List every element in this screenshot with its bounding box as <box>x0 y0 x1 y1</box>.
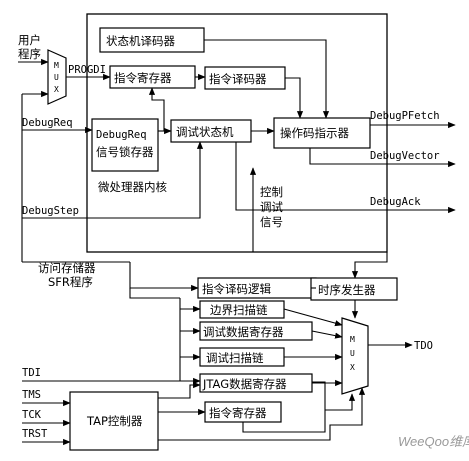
sfr-to-tdi-bus <box>129 288 180 299</box>
tap-ctrl-block <box>69 391 159 451</box>
mem-to-instr-decode-logic <box>129 262 199 292</box>
state-decoder-to-opcode <box>204 39 330 119</box>
debugstep-label: DebugStep <box>22 205 79 217</box>
debugack-wire <box>235 142 456 214</box>
core-label: 微处理器内核 <box>98 180 167 194</box>
tms-label: TMS <box>22 389 41 401</box>
instr-reg-to-mux-select <box>325 393 356 411</box>
instr-reg-feedback <box>242 381 326 433</box>
debug-scan-label: 调试扫描链 <box>206 351 264 365</box>
boundary-scan-label: 边界扫描链 <box>210 303 268 317</box>
opcode-indicator-label: 操作码指示器 <box>280 126 349 140</box>
jtag-instr-reg-label: 指令寄存器 <box>209 406 267 420</box>
ctrl-signal-label-2: 调试 <box>260 200 283 214</box>
debugreq-latch-label-2: 信号锁存器 <box>96 145 154 159</box>
state-decoder-label: 状态机译码器 <box>106 34 175 48</box>
user-program-label-1: 用户 <box>18 33 41 47</box>
debugack-label: DebugAck <box>370 196 421 208</box>
instr-decode-logic-label: 指令译码逻辑 <box>202 282 271 296</box>
decoder-to-opcode <box>285 77 304 119</box>
debugvector-wire <box>309 148 456 168</box>
output-mux-letter-x: X <box>350 363 355 372</box>
debug-fsm-label: 调试状态机 <box>176 125 234 139</box>
top-mux-letter-x: X <box>54 85 59 94</box>
top-mux <box>47 49 67 105</box>
watermark-logo: WeeQoo维库 <box>398 434 469 449</box>
debugreq-latch-label-1: DebugReq <box>96 129 147 141</box>
debug-data-reg-to-mux <box>311 330 343 339</box>
opcode-indicator-block <box>273 117 371 149</box>
tdo-label: TDO <box>414 340 433 352</box>
ctrl-signal-label-3: 信号 <box>260 215 283 229</box>
ctrl-signal-label-1: 控制 <box>260 185 283 199</box>
debug-data-reg-label: 调试数据寄存器 <box>203 325 284 339</box>
instr-decoder-label: 指令译码器 <box>209 72 267 86</box>
timing-gen-label: 时序发生器 <box>318 283 376 297</box>
jtag-data-reg-label: JTAG数据寄存器 <box>202 377 287 391</box>
output-mux-letter-u: U <box>350 349 355 358</box>
tdi-label: TDI <box>22 367 41 379</box>
output-mux <box>341 317 369 395</box>
debugvector-label: DebugVector <box>370 150 440 162</box>
mem-access-label-1: 访问存储器 <box>38 261 96 275</box>
debugreq-label: DebugReq <box>22 117 73 129</box>
trst-label: TRST <box>22 428 48 440</box>
tap-ctrl-label: TAP控制器 <box>86 414 143 428</box>
progdi-label: PROGDI <box>68 64 106 76</box>
core-right-to-timing <box>351 252 388 279</box>
debugreq-latch-block <box>91 118 159 172</box>
tap-to-jtag-data-reg <box>158 381 201 399</box>
top-mux-letter-u: U <box>54 73 59 82</box>
boundary-scan-to-mux <box>283 308 343 327</box>
debugpfetch-label: DebugPFetch <box>370 110 440 122</box>
tck-label: TCK <box>22 409 42 421</box>
debugstep-to-fsm <box>171 141 204 219</box>
top-mux-letter-m: M <box>54 61 59 70</box>
output-mux-letter-m: M <box>350 335 355 344</box>
mem-access-label-2: SFR程序 <box>48 275 93 289</box>
fsm-feedback-to-instr-reg <box>148 87 171 132</box>
tck-to-mux-clock <box>158 387 366 441</box>
user-program-label-2: 程序 <box>18 47 41 61</box>
state-decoder-block <box>99 27 205 53</box>
instr-reg-label: 指令寄存器 <box>114 71 172 85</box>
